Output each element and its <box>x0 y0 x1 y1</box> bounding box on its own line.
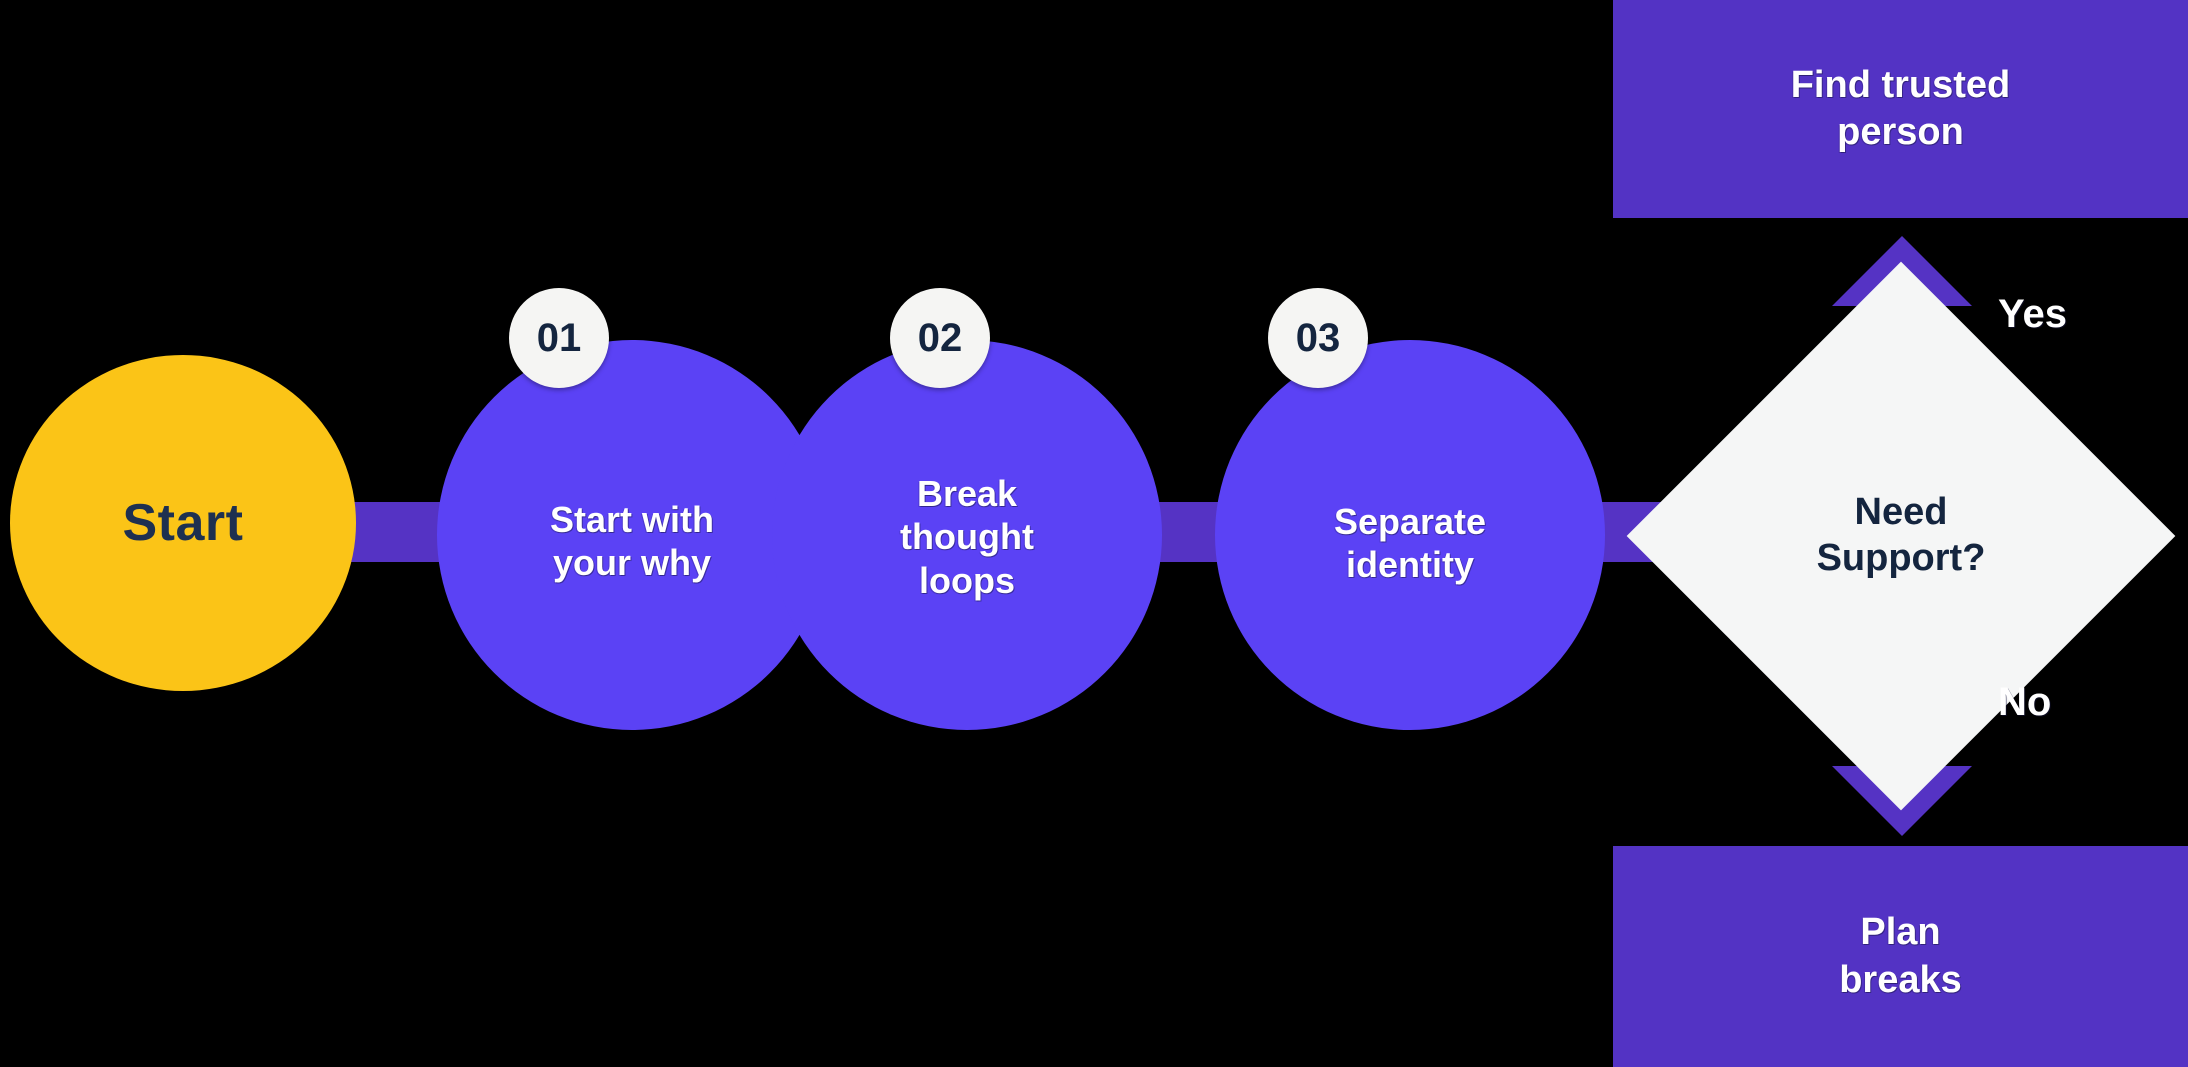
start-node-label: Start <box>122 493 244 552</box>
branch-label-no: No <box>1998 680 2052 724</box>
step-node-03[interactable]: Separate identity <box>1215 340 1605 730</box>
outcome-node-plan-breaks-label: Plan breaks <box>1839 911 1962 1001</box>
step-node-01[interactable]: Start with your why <box>437 340 827 730</box>
start-node[interactable]: Start <box>10 355 356 691</box>
step-badge-03-number: 03 <box>1295 315 1341 360</box>
outcome-node-find-trusted-person[interactable]: Find trusted person <box>1613 0 2188 218</box>
outcome-node-find-trusted-person-label: Find trusted person <box>1790 63 2011 154</box>
step-node-03-label: Separate identity <box>1333 500 1487 585</box>
step-badge-01: 01 <box>509 288 609 388</box>
branch-label-yes: Yes <box>1998 292 2067 336</box>
decision-node-label: Need Support? <box>1816 491 1986 579</box>
outcome-node-plan-breaks[interactable]: Plan breaks <box>1613 846 2188 1067</box>
step-node-01-label: Start with your why <box>549 498 714 583</box>
step-node-02-label: Break thought loops <box>900 473 1034 601</box>
step-badge-02: 02 <box>890 288 990 388</box>
step-badge-02-number: 02 <box>917 315 963 360</box>
step-badge-01-number: 01 <box>536 315 582 360</box>
decision-node[interactable]: Need Support? <box>1626 261 2176 811</box>
step-badge-03: 03 <box>1268 288 1368 388</box>
step-node-02[interactable]: Break thought loops <box>772 340 1162 730</box>
